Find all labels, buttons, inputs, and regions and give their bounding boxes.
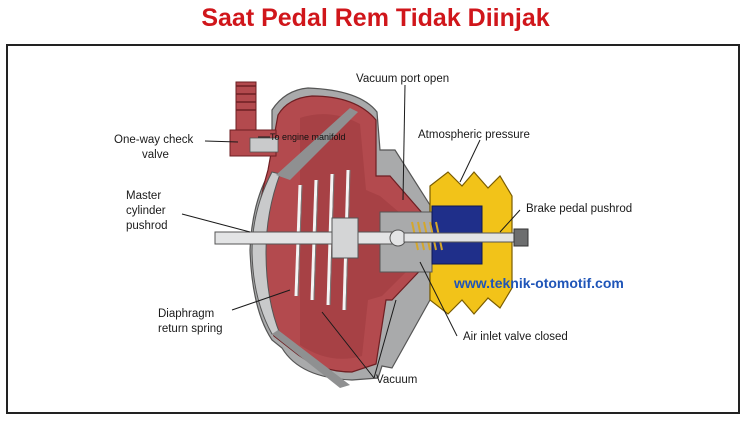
- label-one-way-check: One-way check: [114, 134, 194, 146]
- label-vacuum: Vacuum: [376, 374, 417, 386]
- label-engine-manifold: To engine manifold: [270, 132, 346, 142]
- page-title: Saat Pedal Rem Tidak Diinjak: [201, 4, 550, 32]
- label-master-3: pushrod: [126, 220, 168, 232]
- label-master-1: Master: [126, 190, 161, 202]
- label-master-2: cylinder: [126, 205, 166, 217]
- label-brake-pedal: Brake pedal pushrod: [526, 203, 632, 215]
- label-diaphragm-2: return spring: [158, 323, 223, 335]
- label-atmospheric: Atmospheric pressure: [418, 129, 530, 141]
- one-way-check-valve: [229, 81, 279, 157]
- watermark: www.teknik-otomotif.com: [453, 275, 624, 291]
- label-air-inlet: Air inlet valve closed: [463, 331, 568, 343]
- label-vacuum-port: Vacuum port open: [356, 73, 449, 85]
- brake-pedal-pushrod: [403, 232, 523, 243]
- master-cylinder-pushrod: [214, 231, 396, 245]
- label-valve: valve: [142, 149, 169, 161]
- label-diaphragm-1: Diaphragm: [158, 308, 214, 320]
